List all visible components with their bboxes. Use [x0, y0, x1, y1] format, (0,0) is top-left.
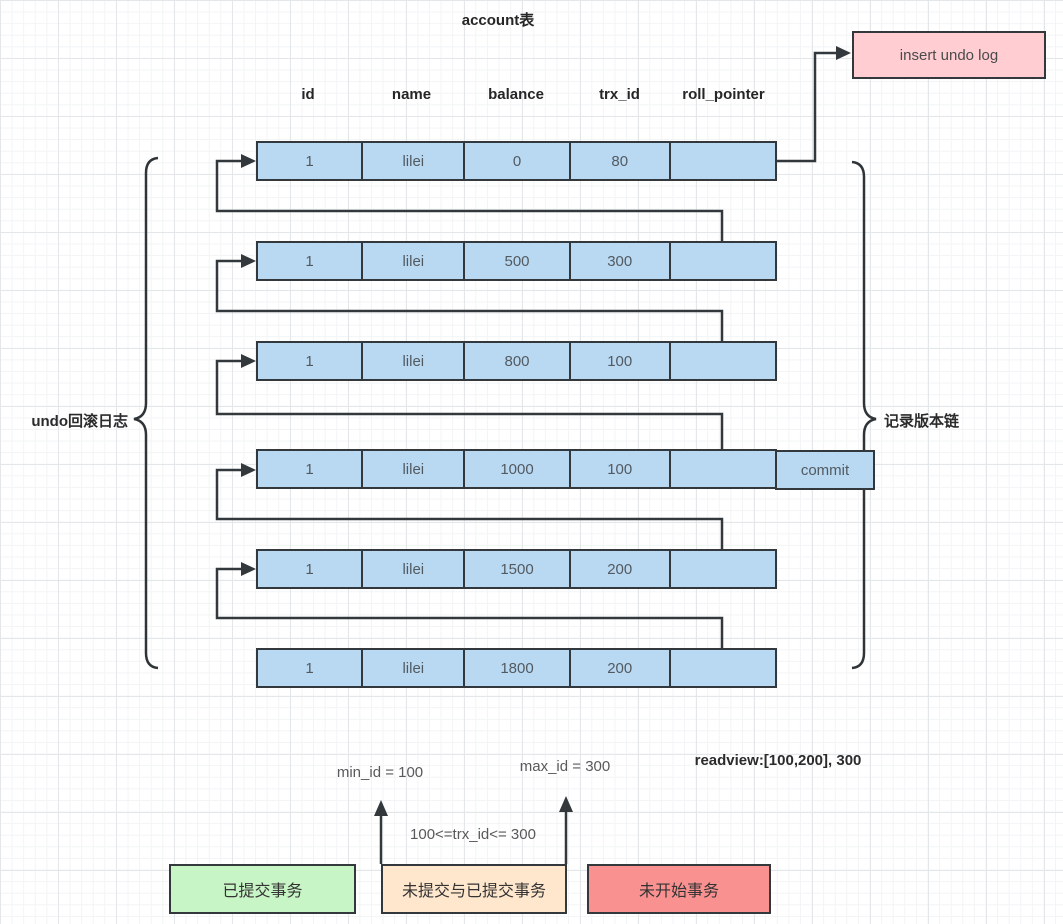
page-title: account表 [461, 12, 535, 29]
cell-trx-id: 100 [568, 451, 669, 487]
legend-committed-trx: 已提交事务 [169, 864, 356, 914]
cell-id: 1 [258, 650, 362, 686]
record-row-2: 1 lilei 500 300 [256, 241, 777, 281]
max-id-arrow [559, 796, 573, 864]
legend-uncommitted-or-committed-trx: 未提交与已提交事务 [381, 864, 567, 914]
insert-undo-log-box: insert undo log [852, 31, 1046, 79]
roll-pointer-arrow-2 [215, 254, 724, 341]
cell-balance: 0 [463, 143, 569, 179]
legend-label: 未开始事务 [638, 883, 719, 900]
legend-label: 已提交事务 [222, 883, 303, 900]
column-header-trx-id: trx_id [599, 86, 640, 103]
legend-label: 未提交与已提交事务 [401, 883, 546, 900]
version-chain-brace-label: 记录版本链 [884, 413, 960, 430]
cell-balance: 800 [463, 343, 569, 379]
record-row-6: 1 lilei 1800 200 [256, 648, 777, 688]
cell-trx-id: 80 [568, 143, 669, 179]
cell-balance: 1000 [463, 451, 569, 487]
readview-annotation: readview:[100,200], 300 [694, 752, 862, 769]
cell-id: 1 [258, 143, 362, 179]
cell-id: 1 [258, 343, 362, 379]
insert-undo-arrow [777, 46, 851, 163]
cell-id: 1 [258, 243, 362, 279]
cell-roll-pointer [668, 343, 776, 379]
insert-undo-log-label: insert undo log [899, 46, 999, 64]
column-header-balance: balance [488, 86, 544, 103]
cell-balance: 1500 [463, 551, 569, 587]
cell-trx-id: 100 [568, 343, 669, 379]
cell-roll-pointer [668, 451, 776, 487]
undo-log-brace-label: undo回滚日志 [31, 413, 128, 430]
cell-roll-pointer [668, 243, 776, 279]
column-header-name: name [391, 86, 432, 103]
record-row-4: 1 lilei 1000 100 [256, 449, 777, 489]
roll-pointer-arrow-4 [215, 463, 724, 549]
roll-pointer-arrow-3 [215, 354, 724, 449]
undo-log-brace [133, 156, 159, 670]
cell-roll-pointer [668, 143, 776, 179]
roll-pointer-arrow-1 [215, 154, 724, 241]
cell-trx-id: 300 [568, 243, 669, 279]
cell-name: lilei [361, 551, 464, 587]
cell-balance: 500 [463, 243, 569, 279]
cell-trx-id: 200 [568, 551, 669, 587]
min-id-arrow [374, 800, 388, 864]
roll-pointer-arrow-5 [215, 562, 724, 648]
column-header-id: id [301, 86, 315, 103]
cell-name: lilei [361, 343, 464, 379]
cell-name: lilei [361, 143, 464, 179]
trx-range-annotation: 100<=trx_id<= 300 [410, 826, 536, 843]
column-header-roll-pointer: roll_pointer [682, 86, 765, 103]
cell-roll-pointer [668, 551, 776, 587]
max-id-annotation: max_id = 300 [519, 758, 611, 775]
cell-balance: 1800 [463, 650, 569, 686]
cell-trx-id: 200 [568, 650, 669, 686]
cell-roll-pointer [668, 650, 776, 686]
legend-not-started-trx: 未开始事务 [587, 864, 771, 914]
cell-id: 1 [258, 451, 362, 487]
min-id-annotation: min_id = 100 [336, 764, 424, 781]
commit-tag-box: commit [775, 450, 875, 490]
cell-id: 1 [258, 551, 362, 587]
version-chain-brace [851, 160, 877, 670]
record-row-5: 1 lilei 1500 200 [256, 549, 777, 589]
cell-name: lilei [361, 451, 464, 487]
record-row-1: 1 lilei 0 80 [256, 141, 777, 181]
cell-name: lilei [361, 650, 464, 686]
record-row-3: 1 lilei 800 100 [256, 341, 777, 381]
commit-tag-label: commit [800, 461, 850, 479]
column-headers: id name balance trx_id roll_pointer [256, 86, 777, 103]
cell-name: lilei [361, 243, 464, 279]
